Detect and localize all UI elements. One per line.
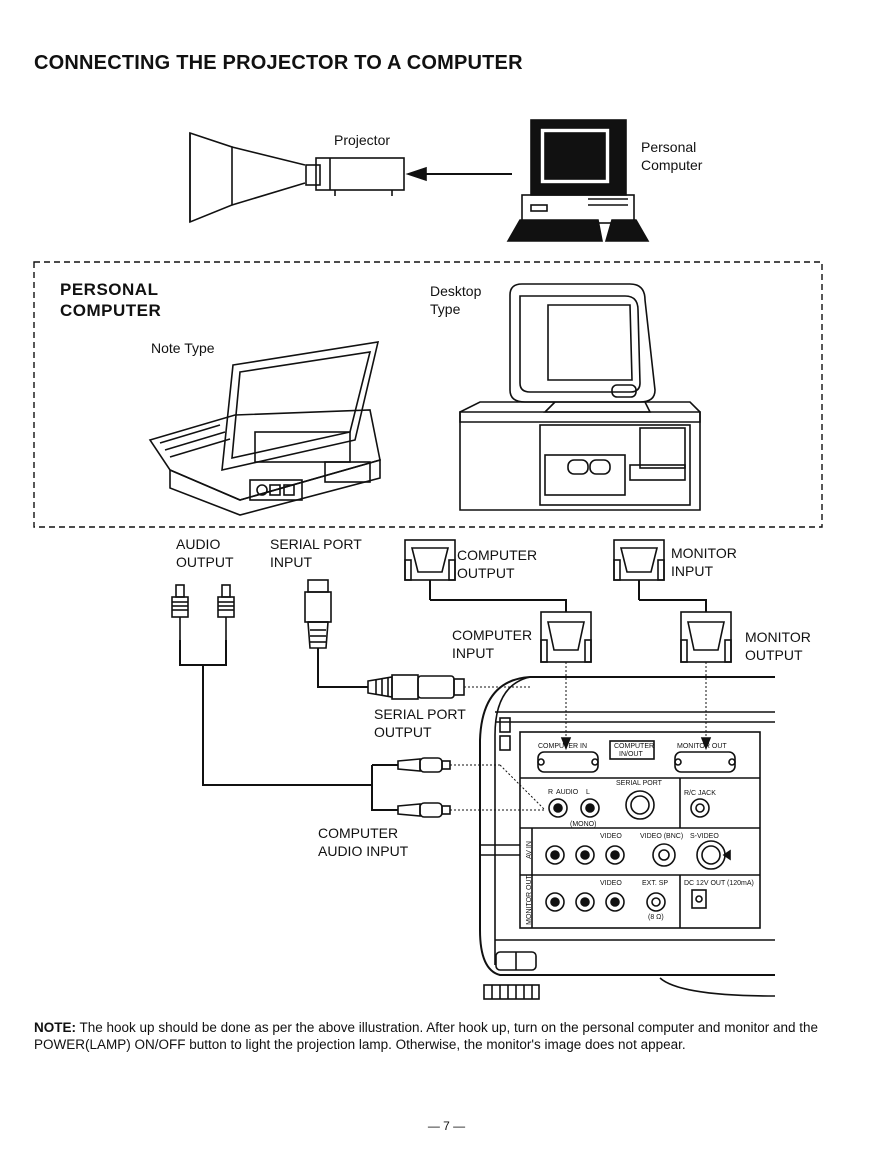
personal-computer-label-line2: Computer <box>641 157 703 173</box>
desktop-label-line1: Desktop <box>430 283 482 299</box>
panel-audio-r: R <box>548 789 554 796</box>
computer-output-label-line2: OUTPUT <box>457 565 515 581</box>
note-type-laptop-drawing <box>148 341 381 516</box>
projector-drawing <box>305 157 405 196</box>
desktop-label-line2: Type <box>430 301 461 317</box>
computer-output-label-line1: COMPUTER <box>457 547 538 563</box>
serial-port-input-plug <box>304 579 368 688</box>
panel-audio-text: AUDIO <box>556 789 579 796</box>
monitor-input-label-line2: INPUT <box>671 563 713 579</box>
serial-port-output-plug <box>367 674 530 700</box>
pc-dashed-frame <box>33 261 823 528</box>
projector-rear-panel <box>479 676 776 1000</box>
monitor-input-label-line1: MONITOR <box>671 545 737 561</box>
panel-rc-jack-label: R/C JACK <box>684 790 716 797</box>
note-paragraph: NOTE: The hook up should be done as per … <box>34 1019 824 1053</box>
panel-av-in-label: AV IN <box>525 841 533 859</box>
panel-monitor-out-side-label: MONITOR OUT <box>525 875 533 925</box>
monitor-input-connector <box>613 539 707 612</box>
serial-port-input-label-line2: INPUT <box>270 554 312 570</box>
panel-monitor-out-label: MONITOR OUT <box>677 743 727 750</box>
serial-port-input-label-line1: SERIAL PORT <box>270 536 362 552</box>
monitor-output-connector <box>680 611 732 751</box>
panel-mono-label: (MONO) <box>570 821 597 828</box>
panel-ext-sp-label: EXT. SP <box>642 880 669 887</box>
panel-ext-sp-ohm: (8 Ω) <box>648 914 664 921</box>
computer-audio-input-plugs <box>371 757 546 818</box>
personal-computer-label-line1: Personal <box>641 139 697 155</box>
panel-serial-port-label: SERIAL PORT <box>616 780 662 787</box>
audio-output-label-line1: AUDIO <box>176 536 221 552</box>
panel-dc-out-label: DC 12V OUT (120mA) <box>684 880 754 887</box>
computer-input-label-line2: INPUT <box>452 645 494 661</box>
note-text: The hook up should be done as per the ab… <box>34 1020 819 1052</box>
computer-output-connector <box>404 539 567 612</box>
panel-computer-inout-line1: COMPUTER <box>614 743 655 750</box>
projector-label: Projector <box>334 132 391 148</box>
computer-input-label-line1: COMPUTER <box>452 627 533 643</box>
panel-audio-l: L <box>586 789 590 796</box>
computer-audio-input-label-line2: AUDIO INPUT <box>318 843 409 859</box>
panel-video-label: VIDEO <box>600 833 622 840</box>
computer-audio-input-label-line1: COMPUTER <box>318 825 399 841</box>
serial-port-output-label-line2: OUTPUT <box>374 724 432 740</box>
projection-screen-drawing <box>189 131 306 224</box>
computer-input-connector <box>540 611 592 751</box>
desktop-computer-drawing <box>459 283 701 511</box>
page-number: — 7 — <box>427 1119 466 1133</box>
monitor-output-label-line2: OUTPUT <box>745 647 803 663</box>
arrow-to-projector <box>405 166 512 182</box>
panel-computer-inout-line2: IN/OUT <box>619 751 643 758</box>
serial-port-output-label-line1: SERIAL PORT <box>374 706 466 722</box>
note-label: NOTE: <box>34 1020 76 1035</box>
pc-box-heading-line2: COMPUTER <box>60 301 162 320</box>
panel-computer-in-label: COMPUTER IN <box>538 743 587 750</box>
audio-output-label-line2: OUTPUT <box>176 554 234 570</box>
personal-computer-drawing <box>506 119 650 242</box>
note-type-label: Note Type <box>151 340 215 356</box>
audio-output-plugs <box>171 584 372 786</box>
pc-box-heading-line1: PERSONAL <box>60 280 159 299</box>
page-title: CONNECTING THE PROJECTOR TO A COMPUTER <box>34 52 523 74</box>
panel-video-bnc-label: VIDEO (BNC) <box>640 833 684 840</box>
monitor-output-label-line1: MONITOR <box>745 629 811 645</box>
panel-video-label-2: VIDEO <box>600 880 622 887</box>
panel-s-video-label: S-VIDEO <box>690 833 719 840</box>
